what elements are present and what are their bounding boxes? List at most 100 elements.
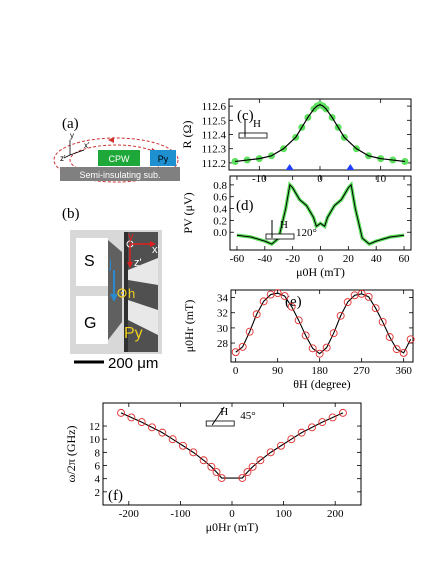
y-tick-label: 12 (89, 421, 100, 433)
label-Py: Py (124, 325, 143, 342)
data-point (308, 344, 317, 353)
x-tick-label: 40 (371, 253, 383, 265)
data-point (179, 441, 187, 450)
y-tick-label: 34 (217, 293, 229, 305)
y-axis-label: PV (μV) (181, 192, 195, 233)
ground-pad (76, 296, 108, 344)
field-label-H: H (253, 118, 261, 130)
axis-z-arrow-icon (127, 262, 133, 268)
y-tick-label: 112.5 (202, 115, 227, 127)
fit-line (234, 104, 406, 163)
data-point (137, 418, 146, 427)
fit-line (120, 412, 344, 479)
data-point (217, 474, 226, 482)
x-tick-label: 100 (275, 508, 292, 520)
y-tick-label: 0.2 (213, 215, 227, 227)
x-tick-label: 360 (395, 365, 412, 377)
axis-x-label-b: x' (152, 244, 160, 256)
x-tick-label: 0 (233, 365, 239, 377)
resonance-marker-icon (285, 164, 294, 170)
label-h: h (128, 286, 135, 301)
axis-x-label: x' (84, 141, 90, 150)
field-arrow-icon (108, 137, 114, 143)
y-tick-label: 0.6 (213, 192, 227, 204)
axis-z-line (63, 154, 71, 159)
y-tick-label: 2 (95, 487, 101, 499)
data-point (238, 342, 247, 351)
data-point (329, 329, 338, 338)
cpw-block (98, 150, 140, 166)
field-angle-label: 120° (296, 227, 317, 239)
sample-strip-icon (205, 420, 235, 427)
data-point (252, 310, 261, 319)
x-tick-label: -40 (257, 253, 272, 265)
x-tick-label: 60 (399, 253, 411, 265)
data-point (287, 435, 296, 444)
y-tick-label: 28 (217, 338, 229, 350)
data-point (158, 428, 167, 437)
y-tick-label: 32 (217, 308, 228, 320)
data-point (322, 343, 331, 352)
data-point (364, 292, 373, 301)
y-tick-label: 0.0 (213, 227, 227, 239)
x-axis-label: μ0Hr (mT) (206, 520, 259, 534)
data-point (280, 292, 289, 301)
data-point (266, 448, 275, 457)
y-tick-label: 0.8 (213, 180, 227, 192)
substrate-label: Semi-insulating sub. (79, 170, 160, 180)
resonance-marker-icon (346, 164, 355, 170)
panel-a-schematic: (a) y x' z' CPW Py Semi-insulating sub. (53, 116, 180, 183)
panel-label: (e) (285, 294, 302, 310)
x-tick-label: -20 (285, 253, 300, 265)
sample-strip-icon (265, 233, 295, 240)
label-S: S (84, 253, 95, 270)
y-axis-label: ω/2π (GHz) (64, 426, 78, 483)
y-tick-label: 112.4 (202, 130, 227, 142)
data-point (318, 418, 327, 427)
plot-frame (230, 289, 414, 363)
data-line (236, 181, 405, 247)
sample-strip-icon (238, 132, 268, 139)
data-point (207, 462, 216, 471)
scale-label: 200 μm (108, 355, 158, 372)
data-point (328, 413, 337, 422)
data-point (406, 335, 415, 344)
panel-b-label: (b) (62, 206, 80, 222)
data-point (238, 474, 247, 482)
field-direction-line (211, 406, 225, 426)
py-block (150, 150, 176, 166)
label-j: j (108, 256, 112, 271)
data-point (315, 349, 324, 358)
py-strip-lower (128, 300, 158, 335)
data-point (371, 304, 380, 313)
data-point (117, 408, 126, 417)
panel-label: (f) (108, 488, 123, 504)
y-tick-label: 112.3 (202, 144, 227, 156)
x-axis-label: μ0H (mT) (296, 265, 345, 279)
data-point (256, 456, 265, 465)
data-point (212, 468, 221, 477)
axis-x-line (69, 149, 85, 156)
x-axis-label: θH (degree) (293, 377, 350, 391)
data-point (273, 289, 282, 297)
x-tick-label: 0 (229, 508, 235, 520)
fit-line (236, 183, 405, 245)
y-tick-label: 6 (95, 461, 101, 473)
axis-y-label: y (70, 131, 74, 140)
fit-line (235, 292, 412, 355)
panel-label: (c) (237, 108, 254, 124)
data-point (357, 289, 366, 298)
data-point (168, 435, 177, 444)
data-point (259, 297, 268, 306)
x-tick-label: 90 (272, 365, 284, 377)
data-point (385, 333, 394, 341)
data-point (308, 423, 316, 432)
signal-pad (76, 238, 108, 286)
data-point (189, 448, 198, 457)
data-point (336, 311, 345, 320)
y-axis-label: μ0Hr (mT) (182, 300, 196, 353)
x-tick-label: -100 (170, 508, 191, 520)
